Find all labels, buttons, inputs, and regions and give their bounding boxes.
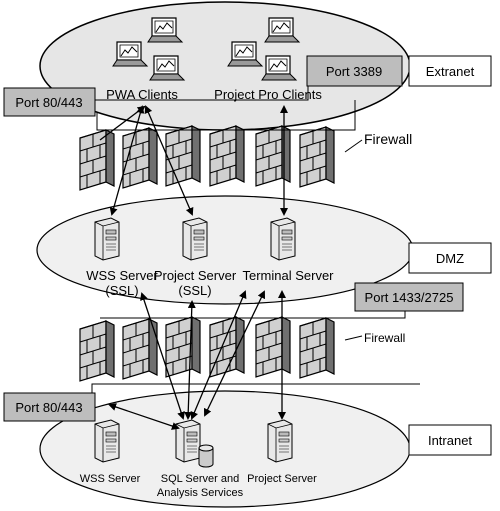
- dmz-terminal-server-label: Terminal Server: [242, 268, 334, 283]
- port-80-top-box: Port 80/443: [3, 87, 96, 117]
- top-firewall: [79, 125, 335, 191]
- top-firewall-pointer: [344, 139, 363, 153]
- intranet-label: Intranet: [428, 433, 472, 448]
- project-pro-clients-label: Project Pro Clients: [214, 87, 322, 102]
- bottom-firewall: [79, 316, 335, 382]
- database-icon: [198, 444, 214, 468]
- pwa-clients-label: PWA Clients: [106, 87, 178, 102]
- extranet-zone-box: Extranet: [408, 55, 492, 87]
- dmz-project-server-icon: [182, 217, 208, 261]
- intranet-sql-label-line1: SQL Server and: [161, 473, 239, 485]
- port-3389-label: Port 3389: [326, 64, 382, 79]
- intranet-project-server-icon: [267, 419, 293, 463]
- intranet-sql-server-icon: [175, 419, 201, 463]
- top-firewall-label: Firewall: [364, 131, 412, 147]
- port-1433-box: Port 1433/2725: [354, 282, 464, 312]
- dmz-label: DMZ: [436, 251, 464, 266]
- dmz-project-ssl-label: (SSL): [178, 283, 211, 298]
- dmz-wss-server-icon: [94, 217, 120, 261]
- dmz-zone-box: DMZ: [408, 242, 492, 274]
- port-80-bottom-label: Port 80/443: [15, 400, 82, 415]
- port-1433-label: Port 1433/2725: [365, 290, 454, 305]
- dmz-project-server-label: Project Server: [154, 268, 237, 283]
- port-3389-box: Port 3389: [306, 55, 403, 87]
- dmz-terminal-server-icon: [270, 217, 296, 261]
- port-80-bottom-box: Port 80/443: [3, 392, 96, 422]
- intranet-wss-server-label: WSS Server: [80, 473, 141, 485]
- intranet-project-server-label: Project Server: [247, 473, 317, 485]
- intranet-zone-box: Intranet: [408, 424, 492, 456]
- intranet-wss-server-icon: [94, 419, 120, 463]
- extranet-label: Extranet: [426, 64, 475, 79]
- port-80-top-label: Port 80/443: [15, 95, 82, 110]
- traffic-arrows: [99, 105, 288, 430]
- dmz-wss-server-label: WSS Server: [86, 268, 158, 283]
- bottom-firewall-pointer: [344, 335, 363, 341]
- intranet-sql-label-line2: Analysis Services: [157, 487, 244, 499]
- bottom-firewall-label: Firewall: [364, 331, 405, 345]
- dmz-wss-ssl-label: (SSL): [105, 283, 138, 298]
